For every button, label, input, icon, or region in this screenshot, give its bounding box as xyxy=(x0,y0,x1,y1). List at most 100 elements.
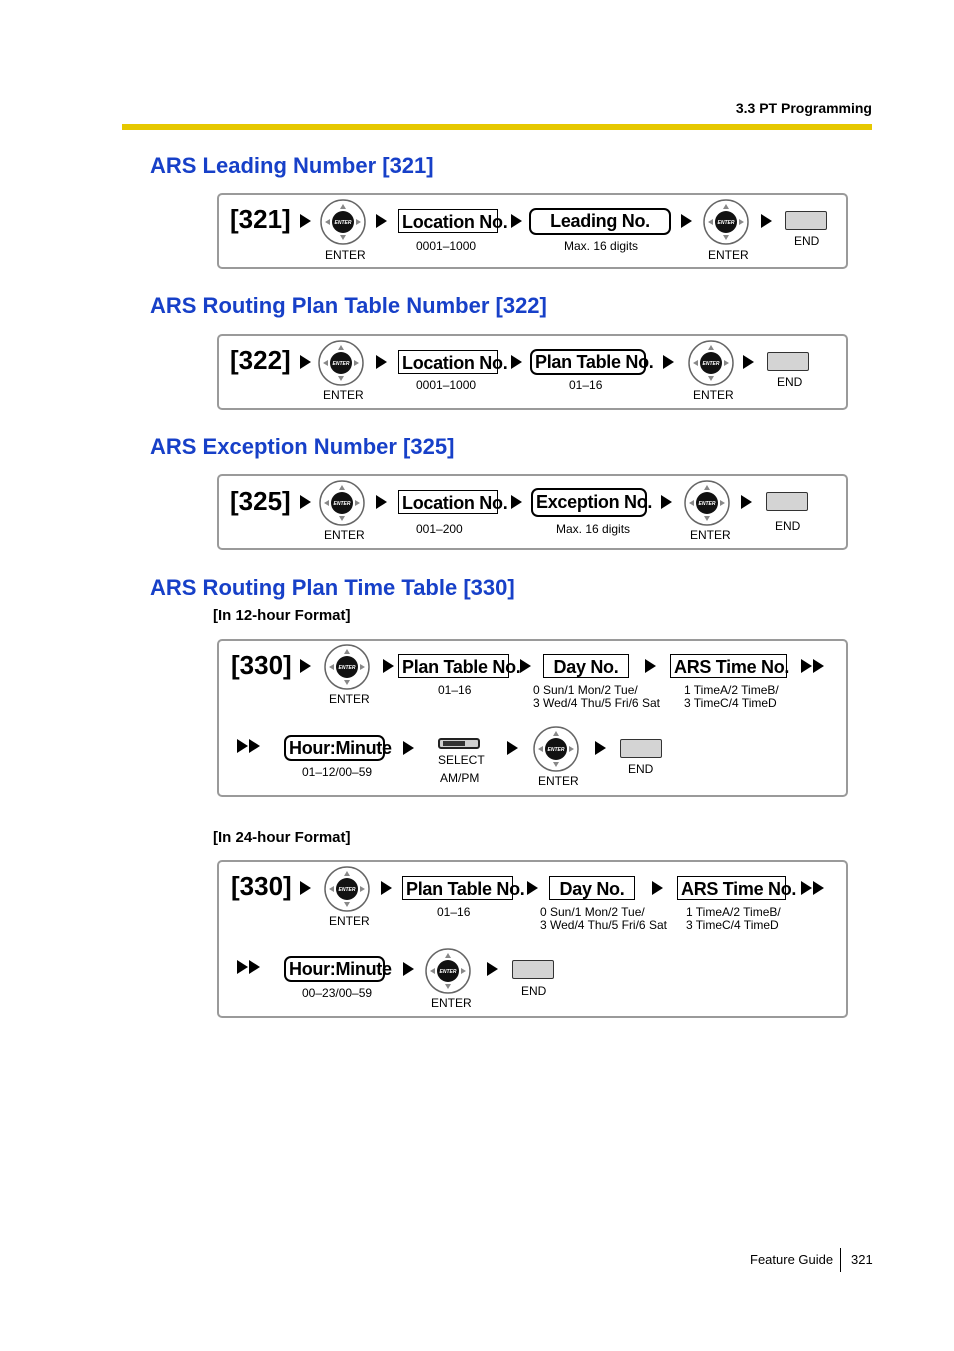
arrow-icon xyxy=(300,495,311,509)
plan-table-no-field: Plan Table No. xyxy=(402,876,525,900)
enter-key-label: ENTER xyxy=(718,220,735,226)
ars-time-no-field: ARS Time No. xyxy=(677,876,796,900)
panel-330-12h xyxy=(217,639,848,797)
end-key-icon xyxy=(766,492,808,511)
ars-time-range-1: 1 TimeA/2 TimeB/ xyxy=(686,905,781,919)
ars-time-range-2: 3 TimeC/4 TimeD xyxy=(686,918,779,932)
arrow-icon xyxy=(645,659,656,673)
hour-minute-field: Hour:Minute xyxy=(284,956,392,982)
section-title-322: ARS Routing Plan Table Number [322] xyxy=(150,293,547,318)
exception-no-range: Max. 16 digits xyxy=(556,522,631,536)
program-code-330: [330] xyxy=(231,650,292,680)
location-no-field: Location No. xyxy=(398,209,508,233)
enter-key-label: ENTER xyxy=(339,665,356,671)
program-code-325: [325] xyxy=(230,486,291,516)
arrow-icon xyxy=(511,355,522,369)
plan-table-no-range: 01–16 xyxy=(437,905,471,919)
location-no-range: 0001–1000 xyxy=(416,378,477,392)
enter-key-label: ENTER xyxy=(699,501,716,507)
arrow-icon xyxy=(487,962,498,976)
plan-table-no-field: Plan Table No. xyxy=(398,654,521,678)
enter-key-label: ENTER xyxy=(334,501,351,507)
arrow-icon xyxy=(511,214,522,228)
arrow-icon xyxy=(520,659,531,673)
program-code-322: [322] xyxy=(230,345,291,375)
end-label: END xyxy=(794,234,820,248)
day-no-range-1: 0 Sun/1 Mon/2 Tue/ xyxy=(540,905,645,919)
plan-table-no-range: 01–16 xyxy=(569,378,603,392)
exception-no-field: Exception No. xyxy=(531,488,652,517)
end-label: END xyxy=(521,984,547,998)
enter-key-icon: ENTER xyxy=(324,644,370,690)
arrow-icon xyxy=(663,355,674,369)
section-title-321: ARS Leading Number [321] xyxy=(150,153,434,178)
section-title-325: ARS Exception Number [325] xyxy=(150,434,455,459)
enter-key-icon: ENTER xyxy=(703,199,749,245)
format-24-label: [In 24-hour Format] xyxy=(213,829,351,846)
arrow-icon xyxy=(300,659,311,673)
hour-minute-range: 01–12/00–59 xyxy=(302,765,373,779)
day-no-range-1: 0 Sun/1 Mon/2 Tue/ xyxy=(533,683,638,697)
end-key-icon xyxy=(512,960,554,979)
program-code-321: [321] xyxy=(230,204,291,234)
arrow-icon xyxy=(300,355,311,369)
plan-table-no-field: Plan Table No. xyxy=(530,349,654,375)
enter-key-icon: ENTER xyxy=(324,866,370,912)
hour-minute-field: Hour:Minute xyxy=(284,735,392,761)
select-label: SELECT xyxy=(438,753,485,767)
program-code-330: [330] xyxy=(231,871,292,901)
page-number: 321 xyxy=(851,1252,873,1267)
double-arrow-icon xyxy=(801,881,824,895)
arrow-icon xyxy=(376,495,387,509)
enter-key-icon: ENTER xyxy=(425,948,471,994)
leading-no-field: Leading No. xyxy=(529,208,671,235)
header-rule xyxy=(122,124,872,130)
ars-time-range-2: 3 TimeC/4 TimeD xyxy=(684,696,777,710)
enter-label: ENTER xyxy=(329,914,370,928)
arrow-icon xyxy=(403,962,414,976)
enter-key-label: ENTER xyxy=(335,220,352,226)
enter-key-label: ENTER xyxy=(333,361,350,367)
enter-label: ENTER xyxy=(538,774,579,788)
enter-label: ENTER xyxy=(329,692,370,706)
arrow-icon xyxy=(511,495,522,509)
arrow-icon xyxy=(743,355,754,369)
arrow-icon xyxy=(381,881,392,895)
enter-key-icon: ENTER xyxy=(319,480,365,526)
location-no-field: Location No. xyxy=(398,490,508,514)
enter-key-label: ENTER xyxy=(440,969,457,975)
end-key-icon xyxy=(620,739,662,758)
enter-key-icon: ENTER xyxy=(684,480,730,526)
day-no-field: Day No. xyxy=(549,876,635,900)
arrow-icon xyxy=(527,881,538,895)
format-12-label: [In 12-hour Format] xyxy=(213,607,351,624)
enter-label: ENTER xyxy=(693,388,734,402)
arrow-icon xyxy=(507,741,518,755)
arrow-icon xyxy=(681,214,692,228)
end-label: END xyxy=(775,519,801,533)
end-key-icon xyxy=(767,352,809,371)
ampm-label: AM/PM xyxy=(440,771,480,785)
arrow-icon xyxy=(300,214,311,228)
section-header: 3.3 PT Programming xyxy=(735,100,872,116)
arrow-icon xyxy=(741,495,752,509)
enter-label: ENTER xyxy=(323,388,364,402)
arrow-icon xyxy=(376,355,387,369)
enter-key-icon: ENTER xyxy=(320,199,366,245)
arrow-icon xyxy=(661,495,672,509)
footer-divider xyxy=(840,1248,841,1272)
location-no-range: 001–200 xyxy=(416,522,463,536)
end-key-icon xyxy=(785,211,827,230)
location-no-field: Location No. xyxy=(398,350,508,374)
plan-table-no-range: 01–16 xyxy=(438,683,472,697)
enter-key-icon: ENTER xyxy=(318,340,364,386)
day-no-range-2: 3 Wed/4 Thu/5 Fri/6 Sat xyxy=(540,918,667,932)
arrow-icon xyxy=(652,881,663,895)
enter-key-label: ENTER xyxy=(339,887,356,893)
arrow-icon xyxy=(595,741,606,755)
footer-guide-title: Feature Guide xyxy=(750,1252,834,1267)
ars-time-range-1: 1 TimeA/2 TimeB/ xyxy=(684,683,779,697)
hour-minute-range: 00–23/00–59 xyxy=(302,986,373,1000)
enter-key-icon: ENTER xyxy=(533,726,579,772)
arrow-icon xyxy=(383,659,394,673)
